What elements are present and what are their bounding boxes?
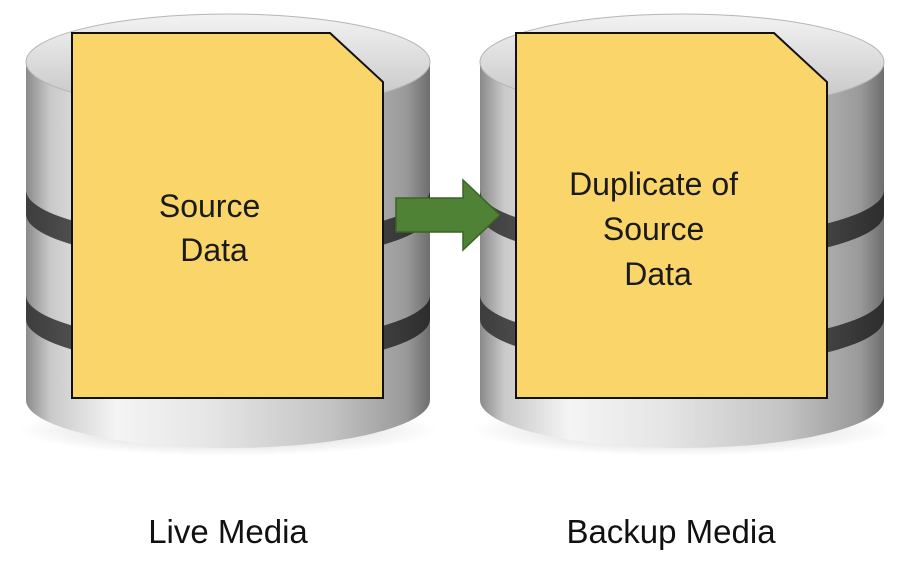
duplicate-data-label: Duplicate of Source Data bbox=[569, 166, 747, 292]
source-data-document bbox=[71, 32, 384, 399]
doc-line: Data bbox=[180, 232, 248, 268]
duplicate-data-document bbox=[515, 32, 828, 399]
doc-line: Source bbox=[159, 188, 260, 224]
live-media-caption: Live Media bbox=[148, 513, 308, 550]
doc-line: Duplicate of bbox=[569, 166, 738, 202]
doc-line: Source bbox=[603, 211, 704, 247]
source-data-label: Source Data bbox=[159, 188, 269, 268]
doc-line: Data bbox=[624, 256, 692, 292]
copy-arrow-icon bbox=[395, 178, 502, 252]
backup-media-caption: Backup Media bbox=[566, 513, 776, 550]
